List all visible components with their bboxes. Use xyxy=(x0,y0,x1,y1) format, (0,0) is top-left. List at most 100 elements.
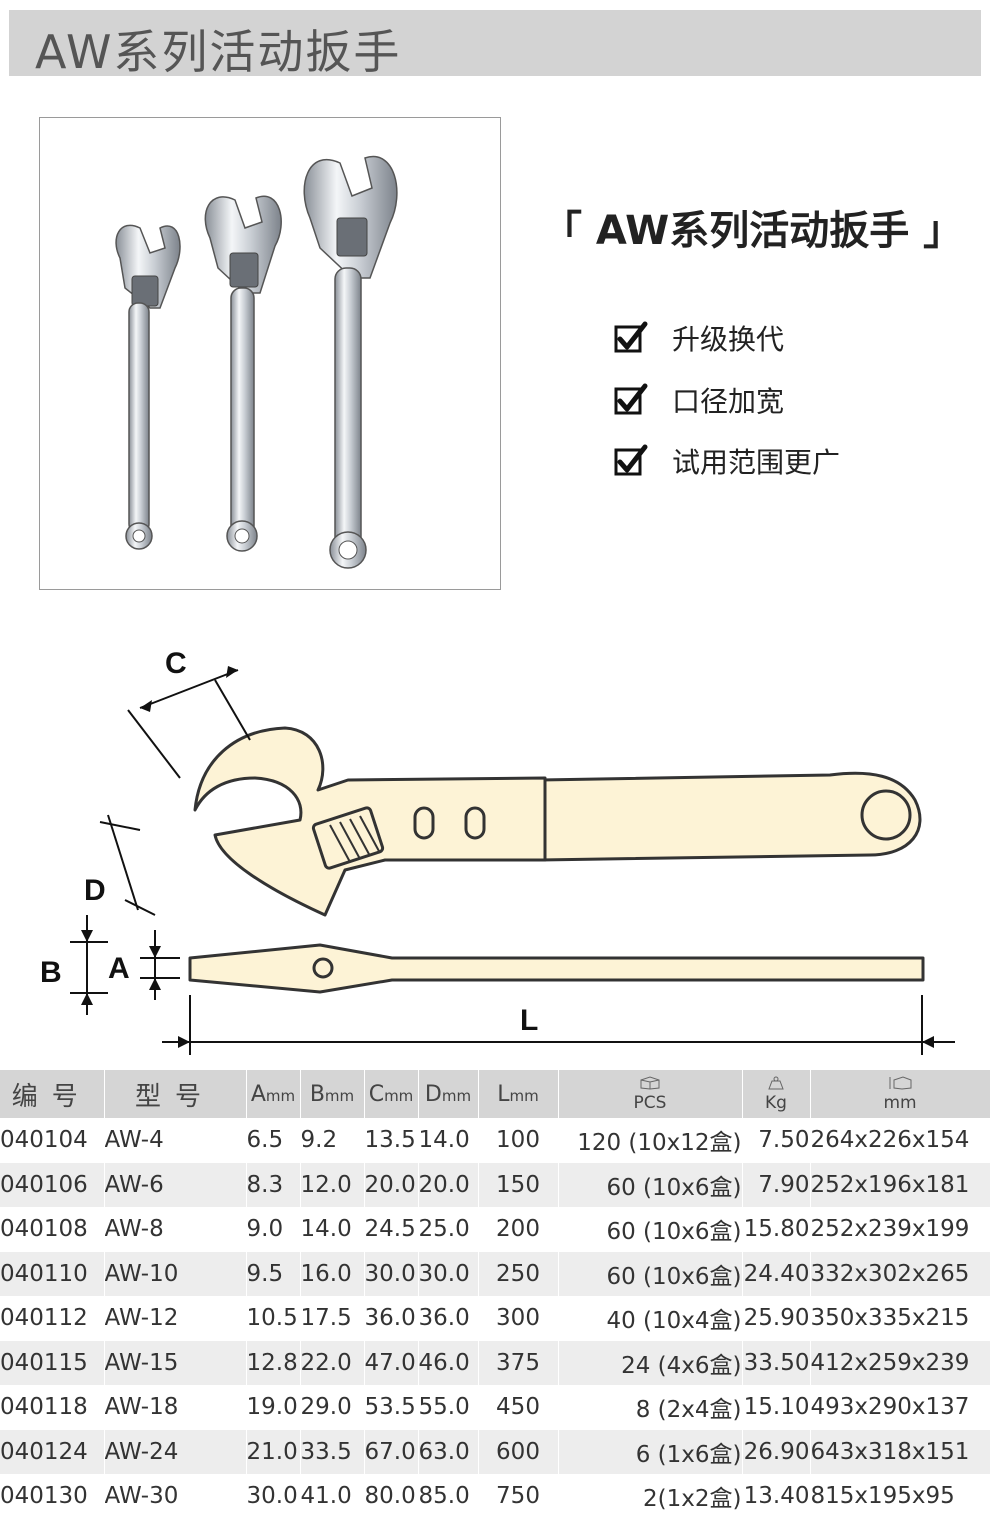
weight-icon xyxy=(768,1076,784,1090)
cell-box: 252x239x199 xyxy=(810,1207,990,1252)
cell-pcs: 60 (10x6盒) xyxy=(558,1162,743,1207)
cell-box: 350x335x215 xyxy=(810,1296,990,1341)
col-header-d: Dmm xyxy=(418,1070,479,1118)
carton-icon xyxy=(640,1076,660,1090)
wrench-handle xyxy=(538,771,922,862)
cell-code: 040115 xyxy=(0,1340,105,1385)
col-header-pcs: PCS xyxy=(558,1070,743,1118)
cell-a: 10.5 xyxy=(246,1296,301,1341)
cell-l: 200 xyxy=(478,1207,559,1252)
cell-d: 85.0 xyxy=(418,1474,479,1519)
cell-a: 21.0 xyxy=(246,1429,301,1474)
cell-l: 750 xyxy=(478,1474,559,1519)
cell-l: 250 xyxy=(478,1251,559,1296)
cell-code: 040106 xyxy=(0,1162,105,1207)
cell-d: 25.0 xyxy=(418,1207,479,1252)
col-header-b: Bmm xyxy=(300,1070,365,1118)
cell-b: 12.0 xyxy=(300,1162,365,1207)
col-header-l: Lmm xyxy=(478,1070,559,1118)
cell-b: 29.0 xyxy=(300,1385,365,1430)
cell-kg: 7.90 xyxy=(742,1162,811,1207)
cell-d: 46.0 xyxy=(418,1340,479,1385)
cell-d: 14.0 xyxy=(418,1118,479,1163)
cell-kg: 25.90 xyxy=(742,1296,811,1341)
col-header-model: 型号 xyxy=(104,1070,247,1118)
cell-model: AW-8 xyxy=(104,1207,247,1252)
cell-c: 67.0 xyxy=(364,1429,419,1474)
feature-item: 升级换代 xyxy=(614,318,784,358)
cell-code: 040110 xyxy=(0,1251,105,1296)
cell-b: 17.5 xyxy=(300,1296,365,1341)
cell-b: 14.0 xyxy=(300,1207,365,1252)
cell-a: 6.5 xyxy=(246,1118,301,1163)
cell-box: 332x302x265 xyxy=(810,1251,990,1296)
dim-label-a: A xyxy=(108,952,130,985)
cell-code: 040108 xyxy=(0,1207,105,1252)
product-photo xyxy=(39,117,501,590)
checkbox-checked-icon xyxy=(614,321,648,353)
cell-l: 100 xyxy=(478,1118,559,1163)
dim-label-b: B xyxy=(40,956,62,989)
cell-model: AW-10 xyxy=(104,1251,247,1296)
cell-d: 63.0 xyxy=(418,1429,479,1474)
cell-kg: 15.80 xyxy=(742,1207,811,1252)
cell-c: 80.0 xyxy=(364,1474,419,1519)
title-bar: AW系列活动扳手 xyxy=(9,10,981,79)
cell-pcs: 2(1x2盒) xyxy=(558,1474,743,1519)
dim-label-c: C xyxy=(165,647,187,680)
cell-box: 252x196x181 xyxy=(810,1162,990,1207)
cell-model: AW-24 xyxy=(104,1429,247,1474)
cell-a: 19.0 xyxy=(246,1385,301,1430)
checkbox-checked-icon xyxy=(614,444,648,476)
wrench-large xyxy=(303,155,398,569)
wrench-small xyxy=(115,224,181,550)
cell-box: 412x259x239 xyxy=(810,1340,990,1385)
cell-c: 13.5 xyxy=(364,1118,419,1163)
spec-table: 编号 型号 Amm Bmm Cmm Dmm Lmm PCS Kg mm 0401… xyxy=(0,1070,990,1519)
handle-hole xyxy=(860,789,912,841)
cell-b: 16.0 xyxy=(300,1251,365,1296)
cell-d: 30.0 xyxy=(418,1251,479,1296)
page-title: AW系列活动扳手 xyxy=(35,25,402,79)
cell-pcs: 8 (2x4盒) xyxy=(558,1385,743,1430)
cell-model: AW-6 xyxy=(104,1162,247,1207)
cell-box: 815x195x95 xyxy=(810,1474,990,1519)
cell-l: 450 xyxy=(478,1385,559,1430)
cell-kg: 15.10 xyxy=(742,1385,811,1430)
cell-c: 30.0 xyxy=(364,1251,419,1296)
cell-pcs: 40 (10x4盒) xyxy=(558,1296,743,1341)
cell-l: 150 xyxy=(478,1162,559,1207)
feature-label: 升级换代 xyxy=(672,323,785,356)
cell-box: 643x318x151 xyxy=(810,1429,990,1474)
cell-code: 040124 xyxy=(0,1429,105,1474)
cell-b: 22.0 xyxy=(300,1340,365,1385)
cell-pcs: 60 (10x6盒) xyxy=(558,1251,743,1296)
cell-l: 600 xyxy=(478,1429,559,1474)
col-header-c: Cmm xyxy=(364,1070,419,1118)
cell-model: AW-4 xyxy=(104,1118,247,1163)
cell-pcs: 120 (10x12盒) xyxy=(558,1118,743,1163)
cell-code: 040112 xyxy=(0,1296,105,1341)
wrench-set-image xyxy=(115,155,398,569)
cell-l: 375 xyxy=(478,1340,559,1385)
col-header-kg: Kg xyxy=(742,1070,811,1118)
cell-code: 040104 xyxy=(0,1118,105,1163)
cell-model: AW-18 xyxy=(104,1385,247,1430)
checkbox-checked-icon xyxy=(614,383,648,415)
cell-c: 24.5 xyxy=(364,1207,419,1252)
cell-kg: 7.50 xyxy=(742,1118,811,1163)
cell-a: 9.5 xyxy=(246,1251,301,1296)
feature-item: 试用范围更广 xyxy=(614,441,840,481)
cell-kg: 26.90 xyxy=(742,1429,811,1474)
cell-l: 300 xyxy=(478,1296,559,1341)
cell-c: 53.5 xyxy=(364,1385,419,1430)
col-header-box: mm xyxy=(810,1070,990,1118)
cell-box: 264x226x154 xyxy=(810,1118,990,1163)
feature-label: 口径加宽 xyxy=(672,385,785,418)
table-header-row: 编号 型号 Amm Bmm Cmm Dmm Lmm PCS Kg mm xyxy=(0,1070,990,1118)
cell-a: 30.0 xyxy=(246,1474,301,1519)
